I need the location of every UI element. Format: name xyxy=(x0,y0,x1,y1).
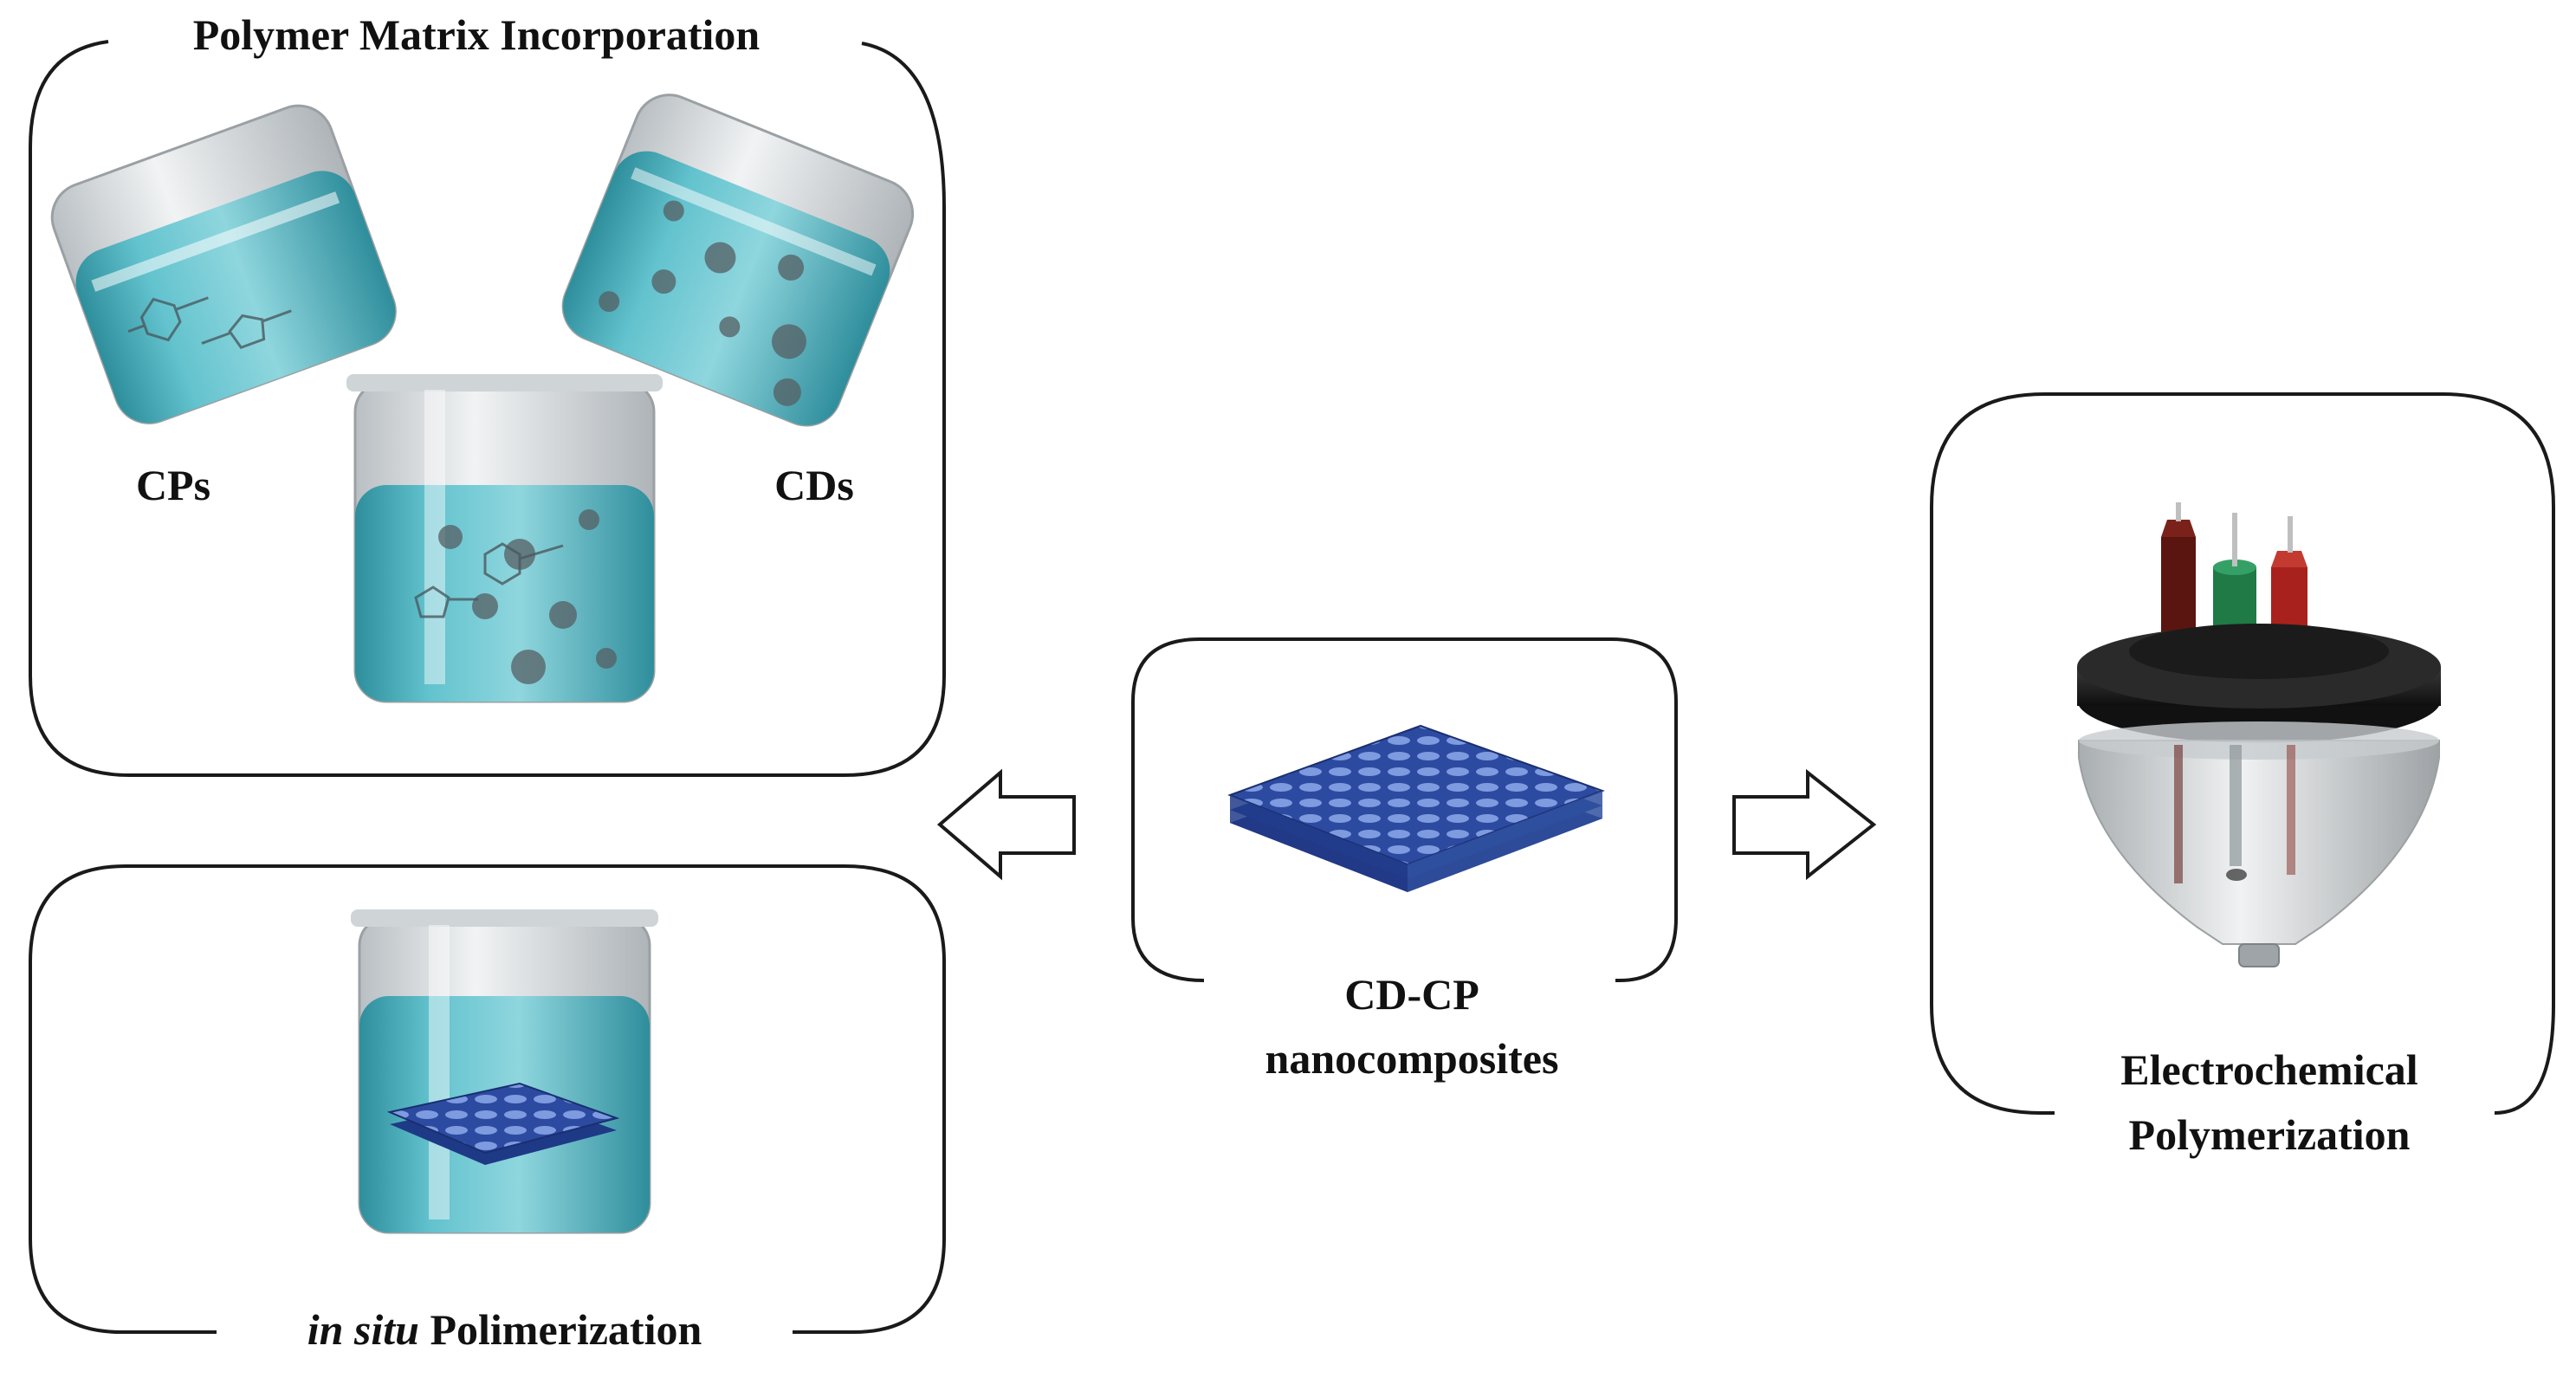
electrochemical-label-line1: Electrochemical xyxy=(2120,1045,2418,1094)
cds-label: CDs xyxy=(774,461,854,509)
electrochemical-cell xyxy=(2077,502,2441,967)
electrochemical-frame xyxy=(1930,392,2555,1115)
center-panel xyxy=(1131,637,1678,982)
electrochemical-label-line2: Polymerization xyxy=(2128,1110,2411,1159)
in-situ-frame xyxy=(29,864,946,1334)
in-situ-title-rest: Polimerization xyxy=(418,1305,702,1354)
polymer-matrix-frame xyxy=(29,40,946,777)
cds-beaker xyxy=(561,94,915,427)
center-frame xyxy=(1131,637,1678,982)
nanocomposites-label-line1: CD-CP xyxy=(1344,970,1479,1019)
in-situ-title: in situ Polimerization xyxy=(225,1304,784,1355)
right-arrow xyxy=(1732,768,1877,881)
cps-beaker xyxy=(50,104,397,424)
nanocomposites-label-line2: nanocomposites xyxy=(1265,1034,1559,1083)
in-situ-panel xyxy=(29,864,946,1334)
in-situ-title-italic: in situ xyxy=(307,1305,419,1354)
left-arrow xyxy=(936,768,1076,881)
in-situ-nanocomposite-sheet xyxy=(386,1082,620,1165)
polymer-matrix-panel xyxy=(29,40,946,777)
polymer-matrix-title: Polymer Matrix Incorporation xyxy=(192,10,761,59)
mixing-beaker xyxy=(346,374,663,703)
nanocomposite-stack xyxy=(1227,724,1605,892)
in-situ-beaker xyxy=(351,909,658,1234)
electrochemical-panel xyxy=(1930,392,2555,1115)
cps-label: CPs xyxy=(135,461,211,509)
